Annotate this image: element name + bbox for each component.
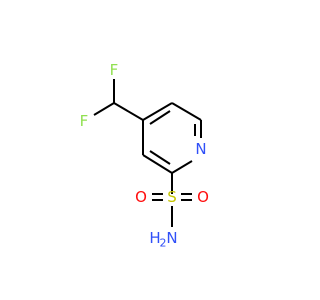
atom-labels: F F N S O O N H 2 [80, 61, 209, 250]
atom-n-amide: N [166, 229, 177, 247]
atom-o-left: O [135, 188, 147, 206]
atom-h-amide: H [149, 229, 160, 247]
bond-c5-c4-inner [149, 110, 171, 125]
bond-c6-c5 [171, 102, 202, 121]
bond-c3-c2 [142, 154, 173, 174]
bond-lines [93, 79, 202, 227]
bond-c2-n1 [171, 160, 193, 174]
atom-h2-subscript: 2 [160, 237, 167, 250]
atom-s: S [167, 188, 177, 206]
bond-chf2-f-left [93, 102, 115, 116]
bond-c5-c4 [142, 102, 173, 121]
bond-c4-chf2 [113, 102, 144, 121]
bond-c3-c2-inner [149, 150, 171, 165]
atom-o-right: O [197, 188, 209, 206]
atom-f-top: F [110, 61, 119, 79]
atom-f-left: F [80, 112, 89, 130]
atom-n-ring: N [195, 140, 206, 158]
molecule-structure: F F N S O O N H 2 [80, 61, 209, 250]
